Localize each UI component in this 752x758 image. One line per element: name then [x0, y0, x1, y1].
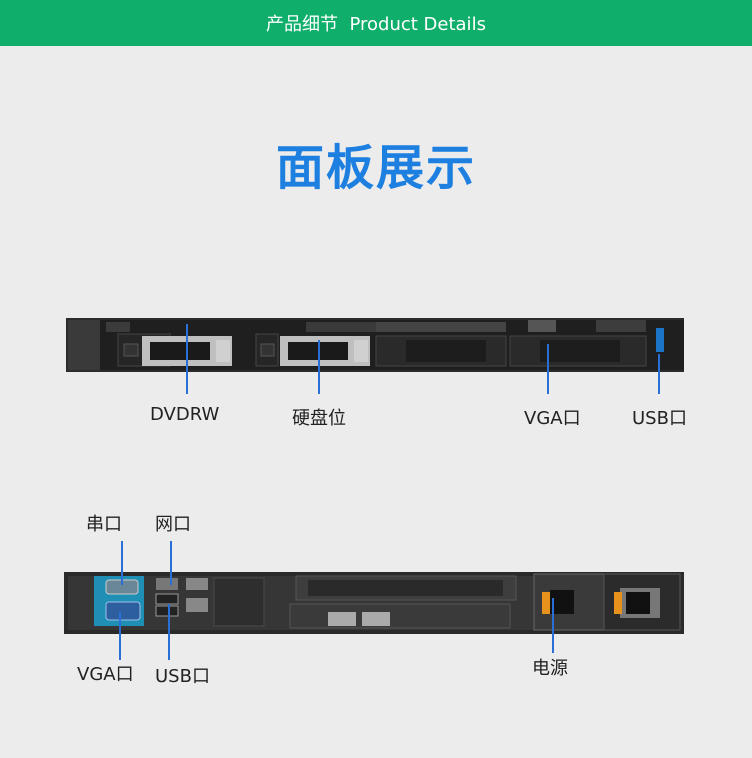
page-body	[0, 46, 752, 758]
header-bar: 产品细节 Product Details	[0, 0, 752, 46]
leader-line-drive-bays	[318, 340, 320, 394]
leader-line-dvdrw	[186, 324, 188, 394]
leader-line-power	[552, 598, 554, 653]
leader-line-usb-rear	[168, 604, 170, 660]
label-dvdrw: DVDRW	[150, 404, 220, 425]
leader-line-usb-front	[658, 354, 660, 394]
header-title: 产品细节 Product Details	[266, 14, 486, 35]
leader-line-network	[170, 541, 172, 585]
label-network: 网口	[155, 514, 191, 535]
label-usb-rear: USB口	[155, 666, 210, 687]
server-front-panel-image	[66, 318, 684, 372]
section-title: 面板展示	[275, 140, 476, 196]
label-drive-bays: 硬盘位	[292, 408, 346, 429]
label-power: 电源	[532, 658, 568, 679]
leader-line-vga-rear	[119, 612, 121, 660]
leader-line-vga-front	[547, 344, 549, 394]
label-usb-front: USB口	[632, 408, 687, 429]
leader-line-serial	[121, 541, 123, 585]
label-vga-front: VGA口	[524, 408, 581, 429]
server-rear-panel-image	[64, 572, 684, 634]
label-vga-rear: VGA口	[77, 664, 134, 685]
label-serial: 串口	[86, 514, 122, 535]
